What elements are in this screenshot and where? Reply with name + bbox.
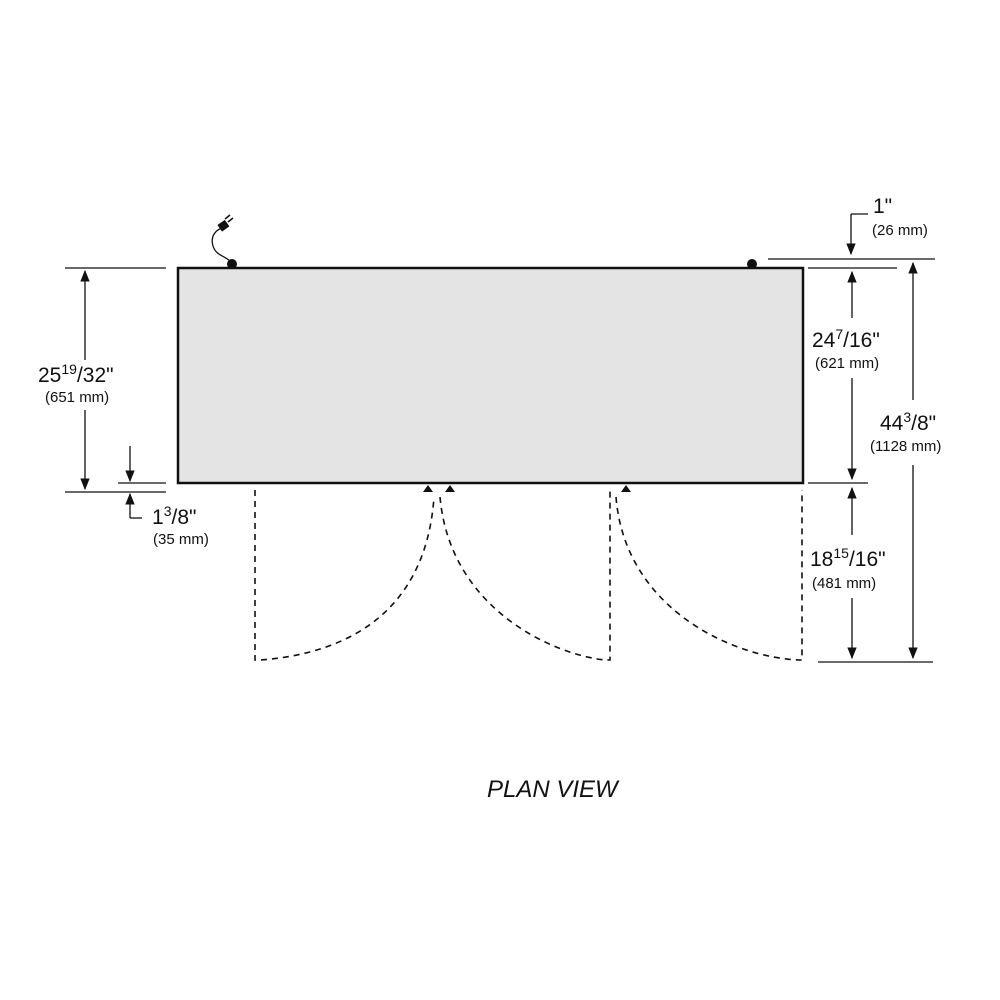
left-depth-label: 2519/32" bbox=[38, 361, 114, 387]
plan-view-title: PLAN VIEW bbox=[487, 776, 620, 803]
power-cord-icon bbox=[211, 214, 234, 263]
top-offset-metric: (26 mm) bbox=[872, 222, 928, 239]
rear-foot-right bbox=[747, 259, 757, 269]
dimension-right-depth bbox=[808, 267, 897, 484]
door-swing-metric: (481 mm) bbox=[812, 575, 876, 592]
door-swing-left bbox=[254, 490, 435, 661]
door-hinges bbox=[423, 485, 631, 492]
dimension-left-offset bbox=[118, 446, 166, 519]
total-depth-metric: (1128 mm) bbox=[870, 438, 941, 455]
left-depth-metric: (651 mm) bbox=[45, 389, 109, 406]
left-offset-label: 13/8" bbox=[152, 503, 196, 529]
right-depth-metric: (621 mm) bbox=[815, 355, 879, 372]
door-swing-right bbox=[615, 490, 803, 661]
top-offset-label: 1" bbox=[873, 195, 892, 218]
dimension-door-swing bbox=[818, 486, 933, 663]
cabinet-body bbox=[176, 266, 805, 485]
rear-foot-left bbox=[227, 259, 237, 269]
left-offset-metric: (35 mm) bbox=[153, 531, 209, 548]
total-depth-label: 443/8" bbox=[880, 409, 936, 435]
door-swing-center bbox=[439, 490, 611, 661]
door-swing-label: 1815/16" bbox=[810, 545, 886, 571]
dimension-left-depth bbox=[65, 267, 166, 493]
right-depth-label: 247/16" bbox=[812, 326, 880, 352]
dimension-top-offset bbox=[768, 213, 935, 260]
